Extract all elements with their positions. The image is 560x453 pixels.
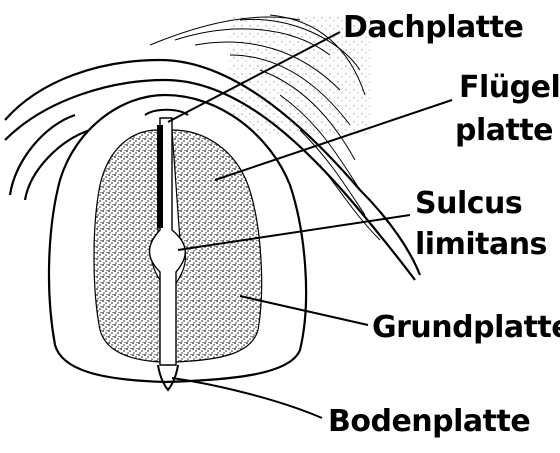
label-sulcus-line1: Sulcus [415, 186, 523, 221]
label-bodenplatte: Bodenplatte [328, 404, 531, 439]
label-sulcus-line2: limitans [415, 227, 547, 262]
central-canal [148, 117, 186, 366]
ectoderm-layers [4, 58, 422, 281]
tissue-stipple [230, 15, 370, 135]
right-wall [171, 129, 263, 363]
label-fluegelplatte-line1: Flügel- [459, 70, 560, 105]
label-fluegelplatte-line2: platte [455, 113, 554, 148]
leader-dachplatte [167, 31, 341, 123]
leader-sulcus-limitans [177, 214, 411, 251]
left-wall [93, 129, 161, 363]
label-dachplatte: Dachplatte [343, 10, 524, 45]
leader-bodenplatte [171, 377, 323, 419]
leader-lines [167, 31, 453, 419]
floor-plate [157, 364, 179, 392]
label-grundplatte: Grundplatte [372, 310, 560, 345]
leader-grundplatte [239, 295, 369, 326]
leader-fluegelplatte [214, 99, 453, 181]
